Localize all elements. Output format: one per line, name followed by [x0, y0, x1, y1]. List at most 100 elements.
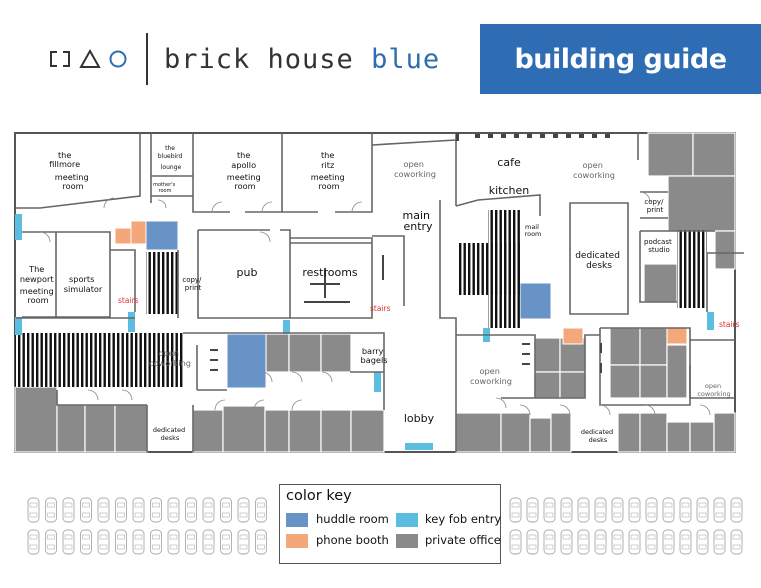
dedicated-desks-center-label: dedicated desks	[575, 251, 623, 271]
private-office	[56, 404, 86, 453]
parked-car-icon	[62, 497, 75, 523]
parked-car-icon	[526, 529, 539, 555]
private-office	[714, 230, 736, 270]
open-coworking-top-center: open coworking	[394, 159, 436, 179]
private-office	[639, 412, 668, 453]
open-coworking-labels: open coworking open coworking open cowor…	[149, 159, 731, 398]
private-office	[320, 409, 352, 453]
parked-car-icon	[509, 497, 522, 523]
private-office-swatch	[396, 534, 418, 548]
private-office	[559, 371, 586, 399]
ritz-label: the ritz meeting room	[311, 150, 348, 191]
parked-car-icon	[696, 497, 709, 523]
parked-car-icon	[560, 497, 573, 523]
private-office	[534, 337, 561, 373]
private-office	[692, 132, 736, 177]
circle-icon	[109, 50, 127, 68]
private-office	[529, 417, 552, 453]
logo-icons	[48, 49, 128, 69]
logo: brick house blue	[48, 33, 440, 85]
legend-private-office: private office	[425, 533, 501, 547]
legend-phone-booth: phone booth	[316, 533, 389, 547]
newport-label: The newport meeting room	[20, 264, 57, 305]
private-office	[617, 412, 641, 453]
huddle-rooms	[145, 220, 552, 389]
parked-car-icon	[543, 497, 556, 523]
stairs-label-right: stairs	[719, 320, 740, 329]
banner-title: building guide	[514, 43, 727, 75]
parked-car-icon	[97, 497, 110, 523]
parked-car-icon	[509, 529, 522, 555]
stairs-right	[677, 230, 707, 308]
key-fob-entry	[128, 312, 135, 332]
parked-car-icon	[202, 497, 215, 523]
brand-part-2: blue	[371, 43, 441, 75]
parked-car-icon	[628, 497, 641, 523]
private-office	[647, 132, 694, 177]
private-office	[639, 364, 668, 399]
parked-car-icon	[594, 497, 607, 523]
parked-car-icon	[80, 497, 92, 523]
private-office	[666, 421, 691, 453]
parked-car-icon	[662, 497, 675, 523]
parked-car-icon	[560, 529, 573, 555]
phone-booth	[130, 220, 147, 245]
parked-car-icon	[526, 497, 539, 523]
parked-car-icon	[185, 529, 197, 555]
parked-car-icon	[237, 497, 250, 523]
key-fob-entry	[15, 214, 22, 240]
key-fob-entry	[15, 317, 22, 335]
parked-car-icon	[185, 497, 197, 523]
lobby-label: lobby	[404, 412, 435, 425]
stairs	[15, 210, 707, 387]
phone-booths	[114, 220, 688, 345]
parked-car-icon	[730, 497, 743, 523]
parked-car-icon	[132, 497, 145, 523]
key-fob-entry	[283, 320, 290, 334]
parked-car-icon	[45, 497, 57, 523]
parked-car-icon	[97, 529, 110, 555]
stairs-center-tall	[488, 210, 521, 328]
room-labels: the fillmore meeting room the bluebird l…	[20, 145, 672, 444]
parked-car-icon	[662, 529, 675, 555]
copy-print-right-label: copy/ print	[644, 198, 665, 214]
main-entry-label: main entry	[403, 209, 434, 233]
legend-huddle-room: huddle room	[316, 512, 389, 526]
phone-booth	[562, 327, 584, 345]
color-key-legend: color key huddle room key fob entry phon…	[279, 484, 501, 564]
sports-simulator-label: sports simulator	[64, 274, 103, 294]
phone-booth-swatch	[286, 534, 308, 548]
logo-divider	[146, 33, 148, 85]
square-bracket-icon	[50, 51, 70, 67]
parked-car-icon	[713, 529, 726, 555]
huddle-room	[519, 282, 552, 320]
private-office	[264, 409, 290, 453]
mothers-room-label: mother's room	[153, 182, 177, 194]
parked-car-icon	[696, 529, 709, 555]
pub-label: pub	[237, 266, 258, 279]
parked-car-icon	[62, 529, 75, 555]
open-coworking-left-lower: open coworking	[149, 348, 191, 368]
key-fob-entry	[707, 312, 714, 330]
private-office	[667, 175, 736, 232]
parked-car-icon	[132, 529, 145, 555]
private-office	[192, 409, 224, 453]
parked-car-icon	[594, 529, 607, 555]
huddle-room	[226, 333, 267, 389]
parked-car-icon	[730, 529, 743, 555]
parked-car-icon	[713, 497, 726, 523]
parked-car-icon	[115, 529, 127, 555]
doors	[39, 191, 711, 416]
dedicated-desks-left-label: dedicated desks	[153, 426, 187, 442]
interior-walls	[15, 133, 744, 452]
parked-car-icon	[645, 497, 658, 523]
parked-car-icon	[80, 529, 92, 555]
open-coworking-center-lower: open coworking	[470, 366, 512, 386]
private-office	[689, 421, 715, 453]
brand-name: brick house blue	[164, 44, 440, 75]
fillmore-label: the fillmore meeting room	[49, 150, 91, 191]
private-office	[350, 409, 385, 453]
parked-car-icon	[150, 497, 162, 523]
private-office	[222, 405, 266, 453]
